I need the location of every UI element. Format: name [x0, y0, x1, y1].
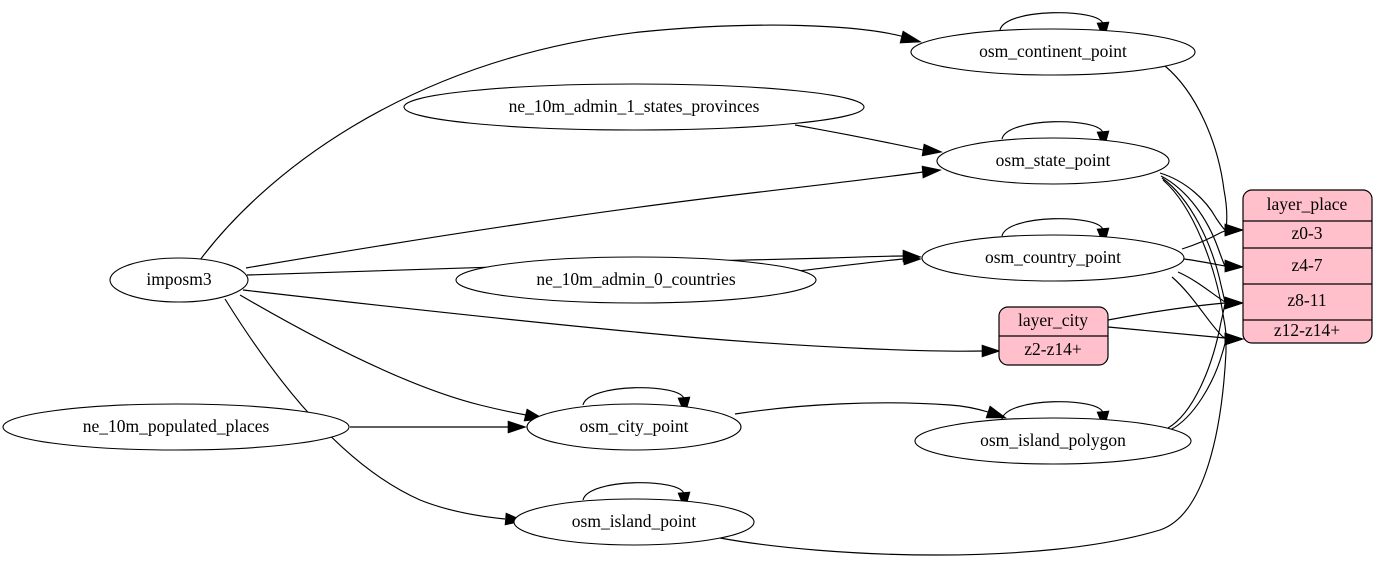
arrowhead-icon	[902, 252, 922, 266]
edge-osm_state_point-to-layer_place-z0-3	[1159, 172, 1226, 231]
layer-place-row-z0-3[interactable]: z0-3	[1291, 223, 1322, 243]
edge-osm_country_point-to-layer_place-z0-3	[1181, 230, 1226, 250]
node-shape[interactable]	[914, 417, 1192, 465]
node-label: osm_island_point	[572, 511, 697, 531]
record-node-layer: layer_city z2-z14+ layer_place z0-3 z4-7…	[998, 189, 1373, 366]
node-osm-continent-point[interactable]: osm_continent_point	[910, 28, 1196, 76]
selfloop-osm_country_point	[1001, 218, 1104, 237]
layer-city-header-label: layer_city	[1018, 310, 1088, 330]
layer-place-box[interactable]	[1242, 189, 1373, 344]
layer-city-row-z2-z14[interactable]: z2-z14+	[1024, 339, 1082, 359]
arrowhead-icon	[981, 344, 1001, 358]
node-shape[interactable]	[455, 256, 817, 304]
selfloop-osm_state_point	[1001, 121, 1104, 140]
layer-place-row-z12-z14[interactable]: z12-z14+	[1274, 320, 1340, 340]
node-shape[interactable]	[921, 234, 1185, 282]
selfloop-osm_continent_point	[999, 12, 1104, 31]
node-ne-10m-admin-1-states-provinces[interactable]: ne_10m_admin_1_states_provinces	[403, 83, 865, 131]
node-osm-state-point[interactable]: osm_state_point	[936, 137, 1170, 185]
edge-layer_city-to-layer_place-z12-z14	[1107, 326, 1226, 339]
edge-ne_states-to-osm_state_point	[794, 124, 924, 151]
record-node-layer-city[interactable]: layer_city z2-z14+	[998, 306, 1109, 366]
node-osm-country-point[interactable]: osm_country_point	[921, 234, 1185, 282]
layer-place-row-z4-7[interactable]: z4-7	[1291, 255, 1322, 275]
edge-ne_countries-to-osm_country_point	[797, 258, 904, 272]
node-label: osm_state_point	[996, 150, 1111, 170]
node-label: ne_10m_admin_1_states_provinces	[509, 96, 760, 116]
edge-osm_island_polygon-to-layer_place-z12-z14	[1169, 339, 1227, 431]
record-node-layer-place[interactable]: layer_place z0-3 z4-7 z8-11 z12-z14+	[1242, 189, 1373, 344]
node-osm-city-point[interactable]: osm_city_point	[526, 403, 742, 451]
arrowhead-icon	[921, 143, 943, 157]
edge-osm_state_point-to-layer_place-z12-z14	[1162, 179, 1227, 339]
edge-osm_continent_point-to-layer_place-z0-3	[1164, 65, 1228, 230]
node-osm-island-polygon[interactable]: osm_island_polygon	[914, 417, 1192, 465]
selfloop-osm_island_point	[582, 482, 685, 501]
node-shape[interactable]	[936, 137, 1170, 185]
node-shape[interactable]	[910, 28, 1196, 76]
selfloop-osm_island_polygon	[1001, 401, 1104, 420]
edge-osm_island_point-to-layer_place-z12-z14	[719, 340, 1227, 556]
edge-layer	[199, 12, 1244, 556]
node-imposm3[interactable]: imposm3	[109, 257, 249, 303]
edge-osm_city_point-to-osm_island_polygon	[734, 402, 989, 415]
node-label: osm_city_point	[580, 416, 689, 436]
arrowhead-icon	[1224, 223, 1244, 237]
arrowhead-icon	[1224, 296, 1244, 310]
arrowhead-icon	[921, 165, 942, 179]
node-label: osm_island_polygon	[980, 430, 1126, 450]
node-label: ne_10m_populated_places	[83, 416, 270, 436]
selfloop-osm_city_point	[582, 387, 685, 406]
layer-place-header-label: layer_place	[1267, 194, 1348, 214]
edge-imposm3-to-osm_island_point	[224, 298, 506, 520]
arrowhead-icon	[507, 420, 527, 434]
edge-osm_state_point-to-layer_place-z8-11	[1161, 177, 1226, 303]
edge-osm_state_point-to-layer_place-z4-7	[1160, 175, 1226, 267]
arrowhead-icon	[1224, 332, 1244, 346]
node-ne-10m-admin-0-countries[interactable]: ne_10m_admin_0_countries	[455, 256, 817, 304]
arrowhead-icon	[899, 30, 922, 44]
node-ne-10m-populated-places[interactable]: ne_10m_populated_places	[2, 403, 350, 451]
arrowhead-icon	[1224, 259, 1244, 273]
edge-osm_island_polygon-to-layer_place-z8-11	[1167, 303, 1226, 429]
edge-imposm3-to-osm_city_point	[239, 294, 527, 416]
node-shape[interactable]	[2, 403, 350, 451]
edge-osm_country_point-to-layer_place-z8-11	[1177, 271, 1226, 303]
node-layer: imposm3 ne_10m_admin_1_states_provinces …	[2, 28, 1196, 546]
arrowhead-icon	[985, 405, 1007, 419]
node-label: osm_continent_point	[979, 41, 1127, 61]
edge-osm_country_point-to-layer_place-z12-z14	[1171, 276, 1226, 339]
edge-imposm3-to-osm_state_point	[245, 171, 924, 269]
node-label: imposm3	[146, 269, 211, 289]
node-shape[interactable]	[403, 83, 865, 131]
node-label: ne_10m_admin_0_countries	[536, 269, 735, 289]
edge-osm_country_point-to-layer_place-z4-7	[1183, 258, 1226, 267]
node-shape[interactable]	[513, 498, 755, 546]
node-label: osm_country_point	[985, 247, 1121, 267]
edge-imposm3-to-layer_city	[242, 289, 983, 352]
layer-place-row-z8-11[interactable]: z8-11	[1287, 290, 1326, 310]
node-shape[interactable]	[109, 257, 249, 303]
node-osm-island-point[interactable]: osm_island_point	[513, 498, 755, 546]
edge-layer_city-to-layer_place-z8-11	[1107, 302, 1226, 321]
edge-imposm3-to-osm_continent_point	[199, 24, 906, 261]
node-shape[interactable]	[526, 403, 742, 451]
